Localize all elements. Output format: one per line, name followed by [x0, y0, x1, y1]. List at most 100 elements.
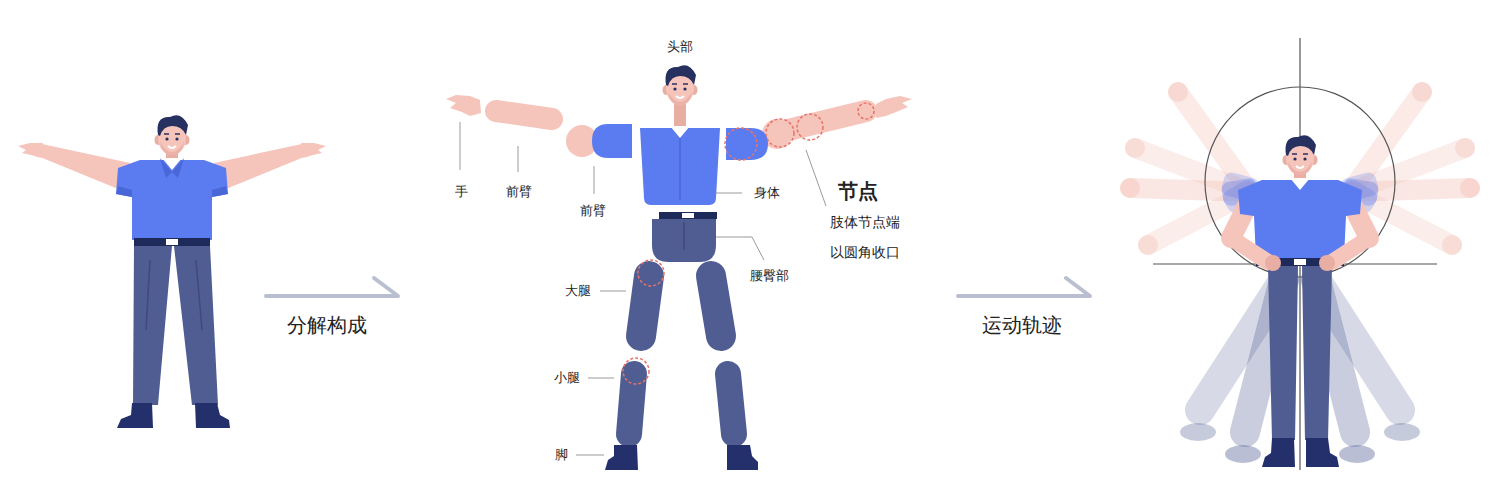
sleeve-shade [116, 186, 132, 197]
hand [301, 143, 326, 158]
joint-marker [725, 128, 757, 160]
arrow-line [266, 278, 398, 296]
leader-line [594, 166, 595, 194]
part-label: 头部 [667, 39, 693, 55]
shoe [195, 403, 230, 428]
hand [1319, 255, 1335, 271]
sleeve-shade [212, 186, 228, 197]
shoe [117, 403, 153, 428]
eye [165, 137, 168, 140]
eye [1303, 157, 1306, 160]
step-label: 分解构成 [287, 313, 367, 337]
mouth [168, 146, 176, 148]
arrow-line [958, 278, 1090, 296]
motion-figure [1120, 38, 1480, 470]
ghost-hand [1168, 82, 1188, 102]
trouser-leg [133, 246, 172, 405]
shoe [605, 445, 638, 470]
part-label: 腰臀部 [750, 268, 789, 284]
mouth [1296, 166, 1304, 168]
hand [1265, 255, 1281, 271]
leader-line [600, 291, 626, 292]
hip-piece [652, 219, 716, 262]
hand [876, 96, 912, 118]
hair [158, 115, 189, 136]
buckle [682, 213, 694, 218]
calf [728, 374, 734, 434]
eye [1293, 157, 1296, 160]
shoe [727, 445, 758, 470]
neck [674, 104, 686, 126]
ghost-shoe [1225, 445, 1261, 463]
step-label: 运动轨迹 [982, 313, 1062, 337]
ghost-shoe [1180, 423, 1216, 441]
ghost-hand [1125, 138, 1145, 158]
brow [1292, 153, 1308, 154]
ghost-hand [1455, 138, 1475, 158]
arm-segment [784, 111, 866, 131]
buckle [1294, 259, 1306, 265]
collar-flap [172, 158, 184, 178]
buckle [166, 239, 178, 245]
collar [1290, 178, 1310, 190]
eye [175, 137, 178, 140]
eye [683, 87, 686, 90]
arm [214, 144, 304, 193]
shoe [1306, 438, 1339, 467]
standing-figure [18, 115, 326, 428]
ghost-hand [1442, 235, 1462, 255]
hand [18, 143, 43, 158]
eye [673, 87, 676, 90]
forearm [496, 111, 552, 119]
leader-line [588, 378, 614, 379]
process-arrow [958, 278, 1090, 296]
mouth [676, 96, 684, 98]
arm [40, 144, 130, 193]
callout-heading: 节点 [838, 179, 878, 203]
ghost-hand [1412, 82, 1432, 102]
leader-line [806, 150, 826, 206]
forearm [1332, 238, 1369, 262]
belt [659, 212, 717, 219]
ghost-shoe [1384, 423, 1420, 441]
placket [679, 138, 681, 200]
leader-line [716, 237, 764, 260]
leader-line [460, 122, 461, 170]
part-label: 前臂 [580, 203, 606, 219]
joint-marker [766, 119, 794, 147]
trouser-leg [174, 246, 218, 405]
joint-marker [623, 358, 649, 384]
hair [1286, 135, 1317, 156]
leader-line [576, 455, 604, 456]
forearm [1231, 238, 1268, 262]
hand [446, 95, 481, 116]
beard [1288, 162, 1312, 175]
thigh [711, 276, 721, 336]
leader-line [716, 193, 742, 194]
leader-line [518, 146, 519, 172]
ghost-hand [1138, 235, 1158, 255]
fold-line [683, 222, 685, 250]
ghost-hand [1460, 178, 1480, 198]
brow [164, 133, 180, 134]
joint-marker [858, 103, 874, 119]
beard [160, 142, 184, 155]
hair [666, 65, 697, 86]
part-label: 前臂 [506, 184, 532, 200]
belt [134, 238, 210, 246]
collar [670, 126, 690, 138]
part-label: 大腿 [565, 283, 591, 299]
torso [640, 128, 720, 205]
fold-line [146, 260, 202, 330]
process-arrow [266, 278, 398, 296]
joint-marker [797, 114, 823, 140]
trouser-leg [1268, 266, 1298, 440]
upper-arm-sleeve [592, 124, 632, 158]
beard [668, 92, 692, 105]
brow [672, 83, 688, 84]
upper-arm-sleeve [726, 128, 768, 160]
trouser-leg [1302, 266, 1332, 440]
